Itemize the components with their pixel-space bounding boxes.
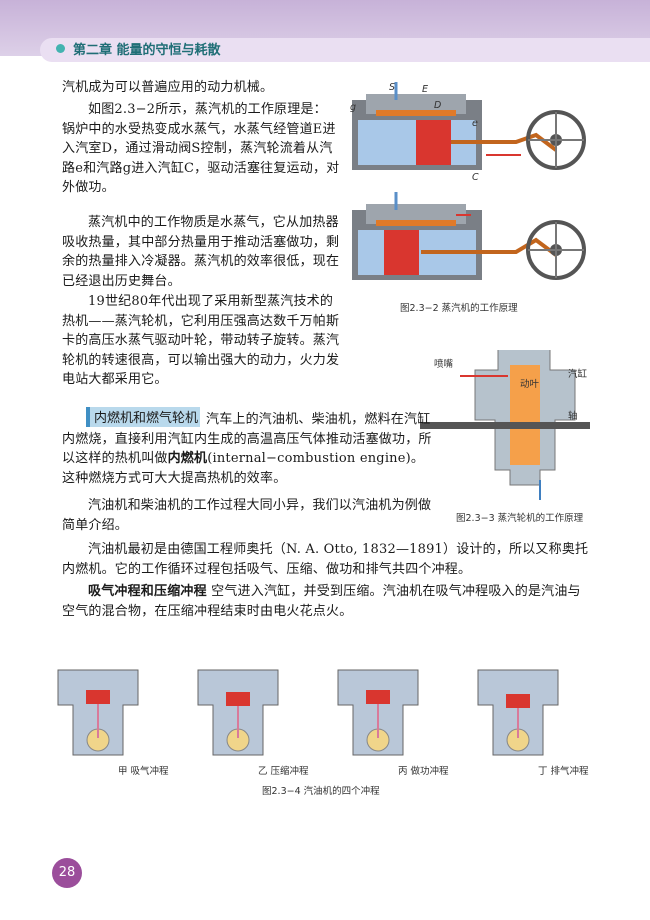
- header-pill: [40, 38, 650, 62]
- steam-engine-figure: S E D e g C: [346, 80, 596, 300]
- label-g: g: [350, 102, 357, 113]
- steam-engine-bottom: [352, 192, 586, 280]
- stroke-label-1: 甲 吸气冲程: [118, 766, 169, 777]
- stroke-label-4: 丁 排气冲程: [538, 766, 589, 777]
- stroke-label-3: 丙 做功冲程: [398, 766, 449, 777]
- paragraph-7: 汽油机最初是由德国工程师奥托（N. A. Otto, 1832—1891）设计的…: [62, 542, 589, 577]
- paragraph-4: 19世纪80年代出现了采用新型蒸汽技术的热机——蒸汽轮机，它利用压强高达数千万帕…: [62, 294, 340, 387]
- steam-engine-top: [352, 82, 586, 170]
- four-stroke-figure: [40, 650, 600, 770]
- paragraph-5-part-a: 汽车上的汽油机、柴油机，燃料在汽缸内燃烧，直接利用汽缸内生成的高温高压气体推动活…: [62, 412, 432, 466]
- label-nozzle: 喷嘴: [434, 359, 454, 370]
- engine-stroke-1: [57, 669, 139, 756]
- label-S: S: [389, 82, 396, 93]
- paragraph-5: 汽车上的汽油机、柴油机，燃料在汽缸内燃烧，直接利用汽缸内生成的高温高压气体推动活…: [62, 410, 434, 488]
- label-blade: 动叶: [520, 379, 540, 390]
- engine-stroke-2: [197, 669, 279, 756]
- figure-3-caption: 图2.3−3 蒸汽轮机的工作原理: [456, 513, 584, 524]
- paragraph-8: 吸气冲程和压缩冲程 空气进入汽缸，并受到压缩。汽油机在吸气冲程吸入的是汽油与空气…: [62, 582, 592, 621]
- term-intake-compression: 吸气冲程和压缩冲程: [88, 584, 207, 599]
- subheading-box: 内燃机和燃气轮机: [86, 407, 200, 427]
- engine-stroke-3: [337, 669, 419, 756]
- label-D: D: [434, 100, 442, 111]
- subheading-title: 内燃机和燃气轮机: [94, 411, 199, 426]
- chapter-title: 第二章 能量的守恒与耗散: [73, 43, 221, 58]
- stroke-label-2: 乙 压缩冲程: [258, 766, 309, 777]
- page-number: 28: [52, 858, 82, 888]
- engine-stroke-4: [477, 669, 559, 756]
- header-bullet-icon: [56, 44, 65, 53]
- paragraph-2: 如图2.3−2所示，蒸汽机的工作原理是：锅炉中的水受热变成水蒸气，水蒸气经管道E…: [62, 102, 340, 195]
- label-E: E: [422, 84, 429, 95]
- paragraph-8-rest: 空气进入汽缸，并受到压缩。汽油机在吸气冲程吸入的是汽油与空气的混合物，在压缩冲程…: [62, 584, 581, 619]
- term-internal-combustion: 内燃机: [167, 451, 208, 466]
- figure-2-caption: 图2.3−2 蒸汽机的工作原理: [400, 303, 518, 314]
- figure-4-caption: 图2.3−4 汽油机的四个冲程: [262, 786, 380, 797]
- paragraph-5-part-b: (internal−combustion engine)。这种燃烧方式可大大提高…: [62, 451, 425, 486]
- steam-turbine-figure: 喷嘴 动叶 汽缸 轴: [420, 350, 590, 505]
- paragraph-3: 蒸汽机中的工作物质是水蒸气，它从加热器吸收热量，其中部分热量用于推动活塞做功，剩…: [62, 215, 340, 289]
- label-e: e: [472, 118, 478, 129]
- label-cylinder: 汽缸: [568, 369, 588, 380]
- paragraph-1: 汽机成为可以普遍应用的动力机械。: [62, 80, 274, 95]
- steam-turbine-diagram: [420, 350, 590, 500]
- steam-engine-diagram: [352, 82, 586, 280]
- label-C: C: [472, 172, 479, 183]
- paragraph-6: 汽油机和柴油机的工作过程大同小异，我们以汽油机为例做简单介绍。: [62, 498, 432, 533]
- four-stroke-diagram: [57, 669, 559, 756]
- label-shaft: 轴: [568, 411, 578, 422]
